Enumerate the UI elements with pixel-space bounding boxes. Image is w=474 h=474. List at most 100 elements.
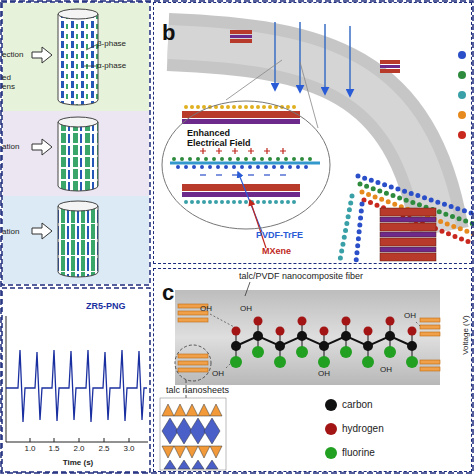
zoom-ellipse: Enhanced Electrical Field [161, 100, 331, 230]
polymer-chain [253, 331, 263, 341]
zoom-leader [226, 60, 282, 100]
node-text: ed ens [2, 74, 20, 92]
group-label: OH [404, 312, 416, 321]
panel-box: bEnhanced Electrical Field [153, 2, 472, 264]
tick-label: 2.5 [98, 445, 109, 454]
tick-label: 3.0 [123, 445, 134, 454]
material-label: MXene [262, 247, 291, 257]
field-arrow [274, 22, 276, 90]
pointer-arrow [250, 200, 266, 248]
mxene-block [380, 208, 436, 216]
talc-crystal [204, 418, 220, 444]
mxene-block [380, 238, 436, 246]
polymer-chain [254, 317, 263, 326]
legend-swatch [324, 446, 338, 460]
zoom-inset [174, 157, 316, 161]
zoom-inset [248, 148, 254, 154]
node-text: Enhanced Electrical Field [187, 129, 269, 149]
mxene-block [380, 247, 436, 252]
talc-sheet [420, 325, 440, 329]
plot-title: ZR5-PNG [86, 302, 126, 312]
fiber-body [175, 290, 440, 385]
polymer-chain [384, 346, 396, 358]
polymer-chain [297, 331, 307, 341]
chain-bundle [364, 200, 474, 244]
chain-bundle [340, 196, 352, 260]
mxene-block [380, 223, 436, 231]
zoom-inset [280, 148, 286, 154]
group-label: OH [212, 370, 224, 379]
polymer-chain [342, 317, 351, 326]
legend-swatch [325, 423, 337, 435]
talc-sheet [420, 318, 440, 322]
polymer-chain [362, 356, 374, 368]
legend-text: hydrogen [342, 423, 384, 434]
zoom-inset [182, 192, 300, 197]
small-mxene-stack [230, 39, 252, 43]
zoom-inset [232, 174, 238, 175]
polymer-chain [319, 341, 329, 351]
talc-sheet [178, 318, 208, 322]
polymer-chain [364, 327, 373, 336]
zoom-inset [160, 99, 330, 227]
mxene-block [380, 217, 436, 222]
axis-label: Time (s) [63, 459, 94, 468]
fiber-cylinder [58, 117, 98, 127]
hollow-arrow [32, 47, 52, 239]
polymer-chain [230, 356, 242, 368]
phase-bands [3, 111, 149, 196]
legend-text: carbon [342, 399, 373, 410]
zoom-inset [182, 119, 300, 124]
material-label: PVDF-TrFE [256, 231, 303, 241]
polymer-chain [386, 317, 395, 326]
fiber-cylinder [58, 9, 98, 19]
atom-key-dot [458, 91, 466, 99]
polymer-chain [318, 356, 330, 368]
phase-label: β-phase [97, 40, 126, 49]
voltage-plot [6, 316, 7, 442]
phase-band: ation [0, 196, 150, 284]
talc-sheet [420, 367, 440, 371]
voltage-plot [6, 442, 148, 443]
hollow-arrow [32, 223, 52, 239]
talc-crystal [162, 418, 220, 469]
tick-label: 1.5 [48, 445, 59, 454]
zoom-circle [175, 345, 211, 381]
zoom-inset [186, 200, 298, 204]
voltage-plot [129, 438, 130, 442]
hollow-arrow [32, 139, 52, 155]
ellipse-outline [162, 101, 330, 229]
node-text: ection [2, 51, 34, 60]
polymer-chain [230, 317, 418, 369]
polymer-chain [252, 346, 264, 358]
small-mxene-stack [230, 35, 252, 38]
talc-sheet [178, 354, 208, 358]
atom-key-dot [458, 51, 466, 59]
chain-bundle [340, 176, 474, 262]
phase-bands [3, 196, 149, 284]
zoom-inset [182, 184, 300, 191]
field-arrow [299, 22, 301, 92]
zoom-inset [200, 148, 206, 154]
polymer-chain [236, 321, 412, 362]
legend-swatch [325, 399, 337, 411]
fiber-cylinder [58, 206, 98, 277]
zoom-inset [232, 148, 238, 154]
talc-crystal [198, 446, 210, 458]
phase-bands [2, 2, 150, 285]
talc-crystal [190, 418, 206, 444]
phase-bands [3, 3, 149, 111]
fiber-body [175, 282, 440, 385]
talc-crystal [186, 404, 198, 416]
talc-crystal [162, 446, 174, 458]
polymer-chain [341, 331, 351, 341]
talc-crystal [162, 404, 174, 416]
chain-bundle [356, 204, 362, 262]
voltage-plot [30, 438, 129, 442]
talc-crystal [198, 404, 210, 416]
hydrogen-bond [210, 314, 236, 328]
talc-crystal [164, 460, 176, 469]
panel-letter: c [162, 281, 182, 305]
